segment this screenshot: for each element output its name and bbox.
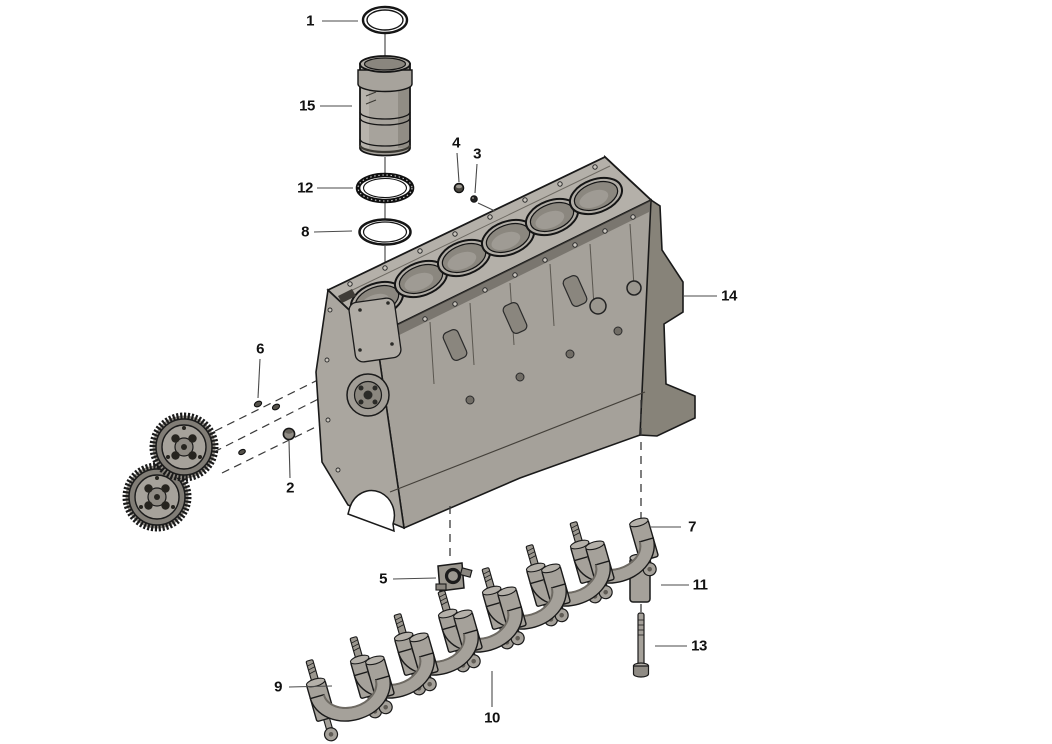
engine-block-part14 [315, 154, 696, 533]
leader-2 [288, 440, 291, 479]
callout-2: 2 [286, 479, 294, 497]
bearing-cap-ladder-parts-9-10-11 [299, 501, 668, 744]
cylinder-liner-part15 [357, 55, 413, 157]
oring-part8 [358, 218, 412, 246]
oring-part12 [355, 172, 415, 204]
leader-8 [313, 230, 353, 233]
callout-7: 7 [688, 518, 696, 536]
leader-4 [456, 152, 460, 183]
callout-4: 4 [452, 134, 460, 152]
leader-lines [257, 20, 717, 707]
callout-11: 11 [692, 576, 708, 594]
cup-plug-part4 [453, 182, 465, 194]
front-face-details [389, 223, 646, 493]
leader-5 [392, 577, 437, 580]
callout-13: 13 [691, 637, 707, 655]
callout-1: 1 [306, 12, 314, 30]
timing-gear-upper [149, 412, 219, 482]
seal-ring-part1 [361, 5, 409, 35]
timing-gear-lower [122, 462, 192, 532]
leader-6 [257, 358, 261, 399]
leader-3 [474, 163, 478, 194]
callout-10: 10 [484, 709, 500, 727]
callout-5: 5 [379, 570, 387, 588]
ball-part3 [470, 195, 478, 203]
leader-3b [477, 202, 496, 212]
dowel-pins-part6 [238, 400, 281, 456]
leader-9 [288, 685, 333, 688]
callout-12: 12 [297, 179, 313, 197]
callout-15: 15 [299, 97, 315, 115]
left-face-details [324, 297, 402, 533]
nozzle-clamp-part5 [435, 562, 473, 592]
callout-8: 8 [301, 223, 309, 241]
callout-3: 3 [473, 145, 481, 163]
plug-part2 [282, 427, 296, 441]
bolt-part13 [632, 612, 650, 678]
callout-14: 14 [721, 287, 737, 305]
callout-9: 9 [274, 678, 282, 696]
callout-6: 6 [256, 340, 264, 358]
